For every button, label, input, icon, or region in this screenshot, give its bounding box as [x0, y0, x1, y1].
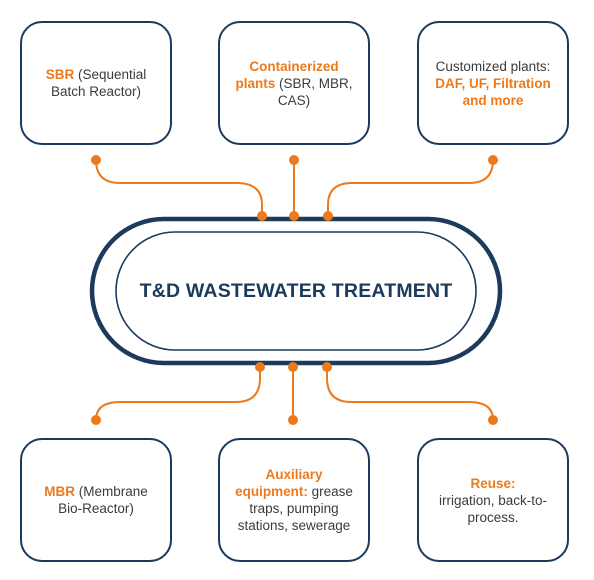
connector-dot [91, 155, 101, 165]
box-containerized-bold: Containerized plants [235, 58, 339, 91]
connector-sbr [95, 159, 263, 216]
inner-capsule [115, 231, 477, 351]
connector-mbr [95, 367, 261, 421]
box-auxiliary-rest: grease traps, pumping stations, sewerage [237, 484, 353, 533]
box-customized-text: Customized plants: DAF, UF, Filtration a… [431, 58, 555, 109]
connector-dot [288, 362, 298, 372]
box-auxiliary: Auxiliary equipment: grease traps, pumpi… [218, 438, 370, 562]
box-customized: Customized plants: DAF, UF, Filtration a… [417, 21, 569, 145]
box-sbr-rest: (Sequential Batch Reactor) [50, 67, 147, 99]
connector-dot [288, 415, 298, 425]
box-mbr-bold: MBR [44, 484, 75, 499]
box-mbr-text: MBR (Membrane Bio-Reactor) [34, 483, 158, 517]
connector-dot [323, 211, 333, 221]
box-mbr-rest: (Membrane Bio-Reactor) [58, 484, 148, 516]
connector-dot [289, 211, 299, 221]
box-mbr: MBR (Membrane Bio-Reactor) [20, 438, 172, 562]
box-reuse-text: Reuse: irrigation, back-to-process. [431, 475, 555, 526]
box-containerized-rest: (SBR, MBR, CAS) [275, 75, 353, 108]
connector-dot [488, 155, 498, 165]
box-containerized: Containerized plants (SBR, MBR, CAS) [218, 21, 370, 145]
box-sbr-text: SBR (Sequential Batch Reactor) [34, 66, 158, 100]
connector-dot [488, 415, 498, 425]
box-containerized-text: Containerized plants (SBR, MBR, CAS) [232, 58, 356, 109]
box-auxiliary-text: Auxiliary equipment: grease traps, pumpi… [232, 466, 356, 534]
box-customized-plain: Customized plants: [435, 58, 551, 74]
box-reuse: Reuse: irrigation, back-to-process. [417, 438, 569, 562]
connector-dot [255, 362, 265, 372]
box-customized-bold: DAF, UF, Filtration and more [435, 75, 551, 108]
box-reuse-rest: irrigation, back-to-process. [438, 492, 548, 525]
center-title: T&D WASTEWATER TREATMENT [139, 279, 453, 302]
connector-dot [322, 362, 332, 372]
connector-customized [327, 159, 494, 216]
connector-reuse [326, 367, 494, 421]
box-auxiliary-bold: Auxiliary equipment: [235, 467, 323, 499]
connector-dot [257, 211, 267, 221]
box-sbr: SBR (Sequential Batch Reactor) [20, 21, 172, 145]
connector-dot [91, 415, 101, 425]
connector-dot [289, 155, 299, 165]
box-reuse-bold: Reuse: [470, 475, 516, 491]
box-sbr-bold: SBR [45, 67, 75, 82]
